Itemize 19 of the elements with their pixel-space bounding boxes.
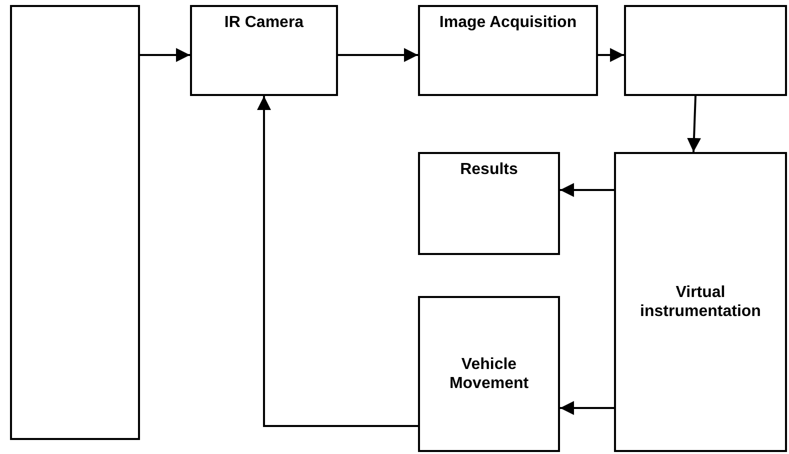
box-label: Results	[460, 160, 518, 180]
empty-box	[10, 5, 140, 440]
box-label: IR Camera	[224, 13, 304, 32]
box-label: Virtual instrumentation	[639, 282, 762, 322]
arrow	[338, 48, 418, 62]
arrow	[257, 96, 418, 427]
process-box	[190, 5, 338, 96]
process-box	[614, 152, 787, 452]
box-label: Image Acquisition	[439, 13, 577, 32]
arrow	[598, 48, 624, 62]
box-label: Vehicle Movement	[448, 354, 530, 394]
empty-box	[624, 5, 787, 96]
process-box	[418, 5, 598, 96]
process-box	[418, 296, 560, 452]
arrow	[560, 401, 614, 415]
process-box	[418, 152, 560, 255]
arrow	[560, 183, 614, 197]
arrow	[687, 96, 701, 152]
arrow	[140, 48, 190, 62]
